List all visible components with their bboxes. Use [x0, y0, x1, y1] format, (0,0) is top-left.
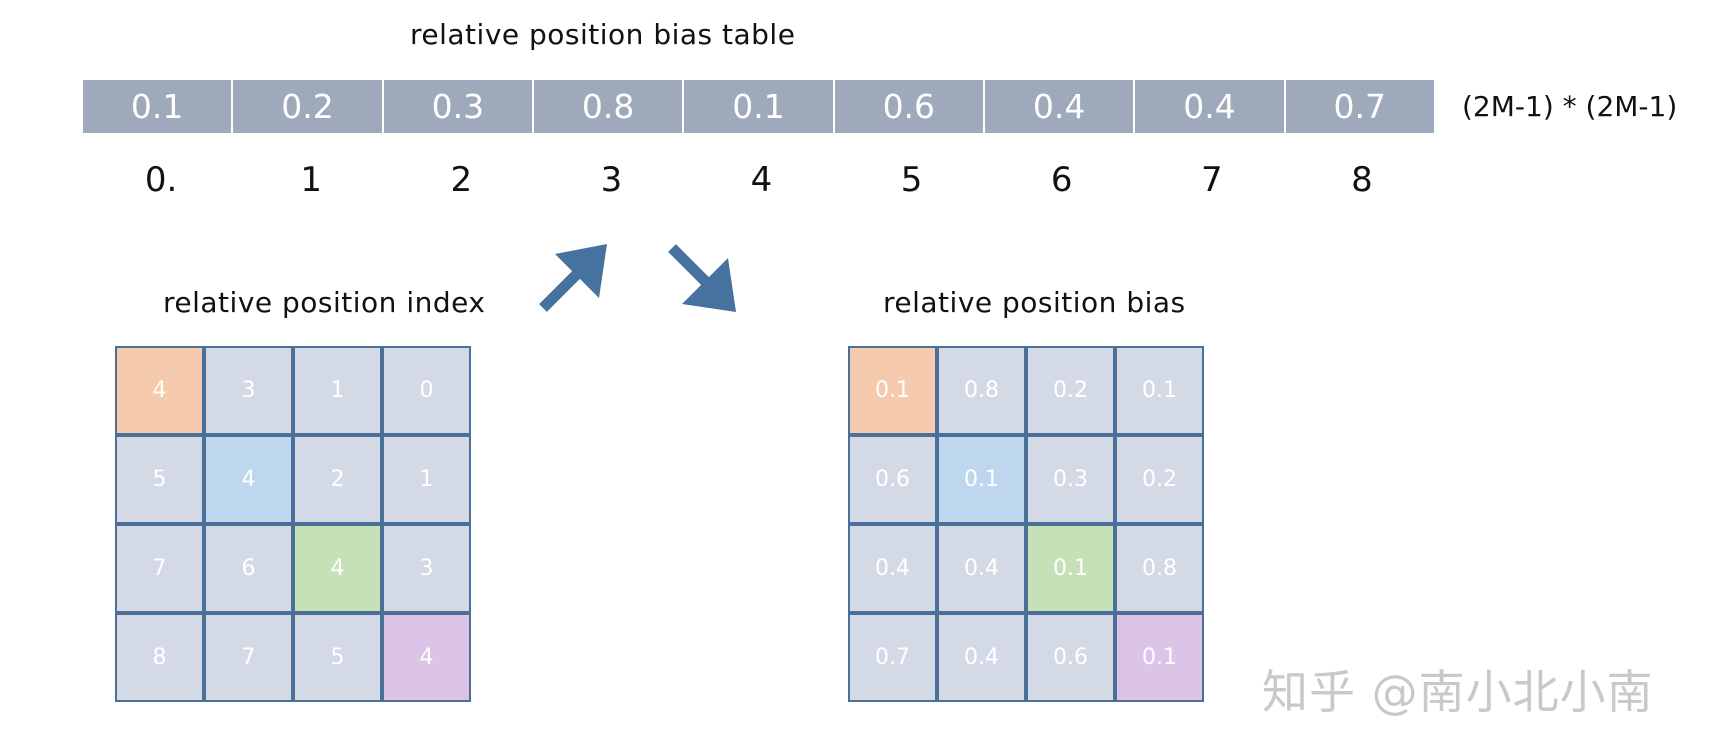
bias-matrix-cell: 0.1: [937, 435, 1026, 524]
index-matrix-cell: 5: [115, 435, 204, 524]
bias-matrix-cell: 0.6: [848, 435, 937, 524]
bias-table-index: 5: [900, 160, 923, 200]
bias-table-cell: 0.7: [1333, 87, 1387, 126]
bias-table-cell: 0.4: [1135, 80, 1286, 133]
index-matrix-cell: 0: [382, 346, 471, 435]
index-matrix-cell: 5: [293, 613, 382, 702]
index-matrix-cell: 2: [293, 435, 382, 524]
bias-table-index: 0.: [144, 160, 178, 200]
bias-matrix-cell: 0.8: [937, 346, 1026, 435]
index-matrix-title: relative position index: [163, 286, 486, 319]
index-matrix-cell: 1: [382, 435, 471, 524]
index-matrix-cell: 6: [204, 524, 293, 613]
bias-matrix-cell: 0.1: [1115, 346, 1204, 435]
bias-table-cell: 0.3: [384, 80, 534, 133]
bias-table-cell: 0.1: [684, 80, 835, 133]
bias-matrix-cell: 0.1: [1115, 613, 1204, 702]
bias-matrix-cell: 0.1: [848, 346, 937, 435]
index-matrix-cell: 1: [293, 346, 382, 435]
index-matrix-cell: 7: [204, 613, 293, 702]
bias-matrix-cell: 0.4: [937, 524, 1026, 613]
bias-matrix-cell: 0.3: [1026, 435, 1115, 524]
watermark: 知乎 @南小北小南: [1262, 665, 1654, 719]
bias-table-title: relative position bias table: [410, 18, 796, 51]
bias-table-index: 3: [600, 160, 623, 200]
index-matrix-cell: 3: [204, 346, 293, 435]
bias-table-index: 1: [300, 160, 322, 200]
index-matrix-cell: 4: [115, 346, 204, 435]
index-matrix-cell: 8: [115, 613, 204, 702]
bias-table-cell: 0.8: [534, 80, 685, 133]
bias-matrix-cell: 0.2: [1026, 346, 1115, 435]
bias-table-index: 4: [750, 160, 773, 200]
bias-matrix-cell: 0.1: [1026, 524, 1115, 613]
bias-matrix-cell: 0.4: [848, 524, 937, 613]
index-matrix-cell: 3: [382, 524, 471, 613]
index-matrix-cell: 7: [115, 524, 204, 613]
arrow-down-right-icon: [668, 244, 736, 312]
index-matrix-cell: 4: [382, 613, 471, 702]
bias-matrix-title: relative position bias: [883, 286, 1186, 319]
index-matrix-cell: 4: [293, 524, 382, 613]
bias-matrix-cell: 0.2: [1115, 435, 1204, 524]
bias-matrix-cell: 0.7: [848, 613, 937, 702]
bias-table-dimension-label: (2M-1) * (2M-1): [1462, 90, 1678, 123]
bias-matrix-cell: 0.8: [1115, 524, 1204, 613]
bias-table-cell: 0.1: [83, 80, 234, 133]
bias-table-index: 8: [1351, 160, 1373, 200]
bias-table-index: 2: [450, 160, 473, 200]
bias-table-cell: 0.6: [835, 80, 985, 133]
bias-table-index: 6: [1050, 160, 1073, 200]
bias-table-index-row: 0. 1 2 3 4 5 6 7 8: [83, 160, 1434, 200]
bias-table-index: 7: [1201, 160, 1223, 200]
bias-matrix-cell: 0.4: [937, 613, 1026, 702]
bias-table-cell: 0.4: [985, 80, 1136, 133]
index-matrix-cell: 4: [204, 435, 293, 524]
bias-table-cell: 0.2: [233, 80, 384, 133]
bias-matrix-cell: 0.6: [1026, 613, 1115, 702]
arrow-up-right-icon: [539, 244, 607, 312]
